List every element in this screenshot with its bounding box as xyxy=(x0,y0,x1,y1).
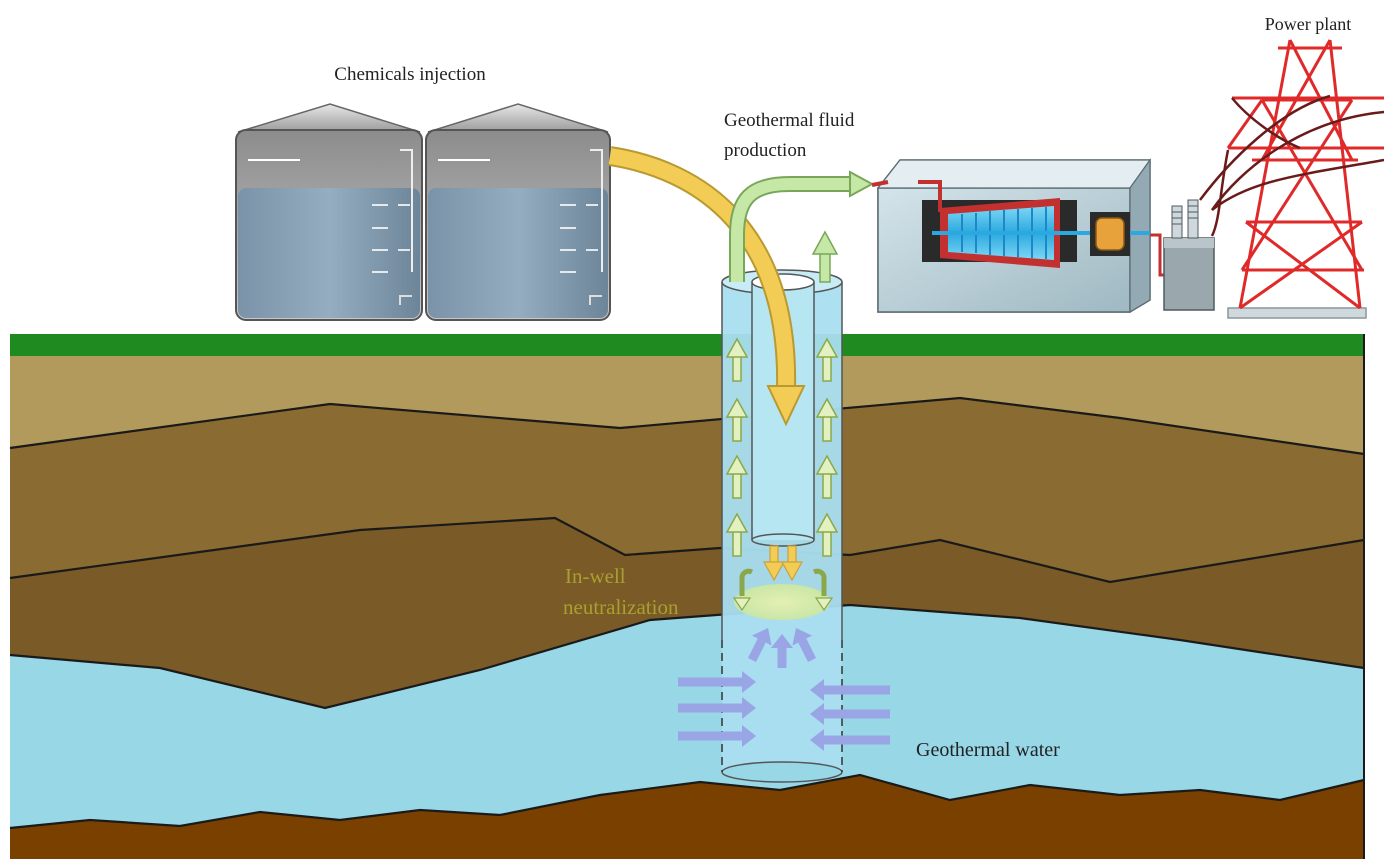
upflow-arrow xyxy=(725,454,749,499)
turbine-icon xyxy=(922,198,1096,268)
inflow-arrows xyxy=(678,628,890,751)
curl-arrows xyxy=(739,568,827,596)
storage-tank-icon xyxy=(425,103,611,321)
transformer-icon xyxy=(1163,199,1215,311)
generator-icon xyxy=(1090,212,1150,256)
grass-layer xyxy=(10,334,1364,356)
inflow-arrow xyxy=(747,628,772,663)
upflow-arrow xyxy=(815,512,839,557)
inflow-arrow xyxy=(678,671,756,693)
layer-boundaries xyxy=(9,396,1365,830)
upflow-arrows xyxy=(725,337,839,557)
storage-tank-icon xyxy=(235,103,423,321)
power-plant-label: Power plant xyxy=(1265,14,1351,34)
upflow-arrow xyxy=(815,454,839,499)
transmission-tower-icon xyxy=(1226,39,1384,319)
inflow-arrow xyxy=(810,703,890,725)
inflow-arrow xyxy=(810,729,890,751)
in-well-label-line1: In-well xyxy=(565,564,626,588)
chemicals-injection-label: Chemicals injection xyxy=(334,64,486,85)
power-lines xyxy=(1199,94,1384,237)
production-arrow xyxy=(729,170,875,283)
power-plant xyxy=(871,158,1172,314)
upflow-arrow xyxy=(815,397,839,442)
inflow-arrow xyxy=(678,725,756,747)
geothermal-water-label: Geothermal water xyxy=(916,739,1060,761)
inflow-arrow xyxy=(771,634,793,668)
chemical-tanks xyxy=(235,103,611,321)
upflow-arrow xyxy=(725,512,749,557)
inflow-arrow xyxy=(810,679,890,701)
ground-layers xyxy=(9,334,1365,859)
upflow-arrow xyxy=(815,337,839,382)
inflow-arrow xyxy=(792,628,817,663)
neutralization-zone xyxy=(734,584,830,620)
inflow-arrow xyxy=(678,697,756,719)
down-arrows xyxy=(762,545,804,582)
upflow-arrow xyxy=(725,397,749,442)
geothermal-fluid-label-line1: Geothermal fluid xyxy=(724,110,855,131)
geothermal-fluid-label-line2: production xyxy=(724,140,807,161)
upflow-arrow xyxy=(725,337,749,382)
in-well-label-line2: neutralization xyxy=(563,595,679,619)
bedrock-layer xyxy=(10,775,1364,859)
curl-arrowheads xyxy=(732,597,834,612)
labels: Chemicals injection Geothermal fluid pro… xyxy=(334,14,1351,761)
